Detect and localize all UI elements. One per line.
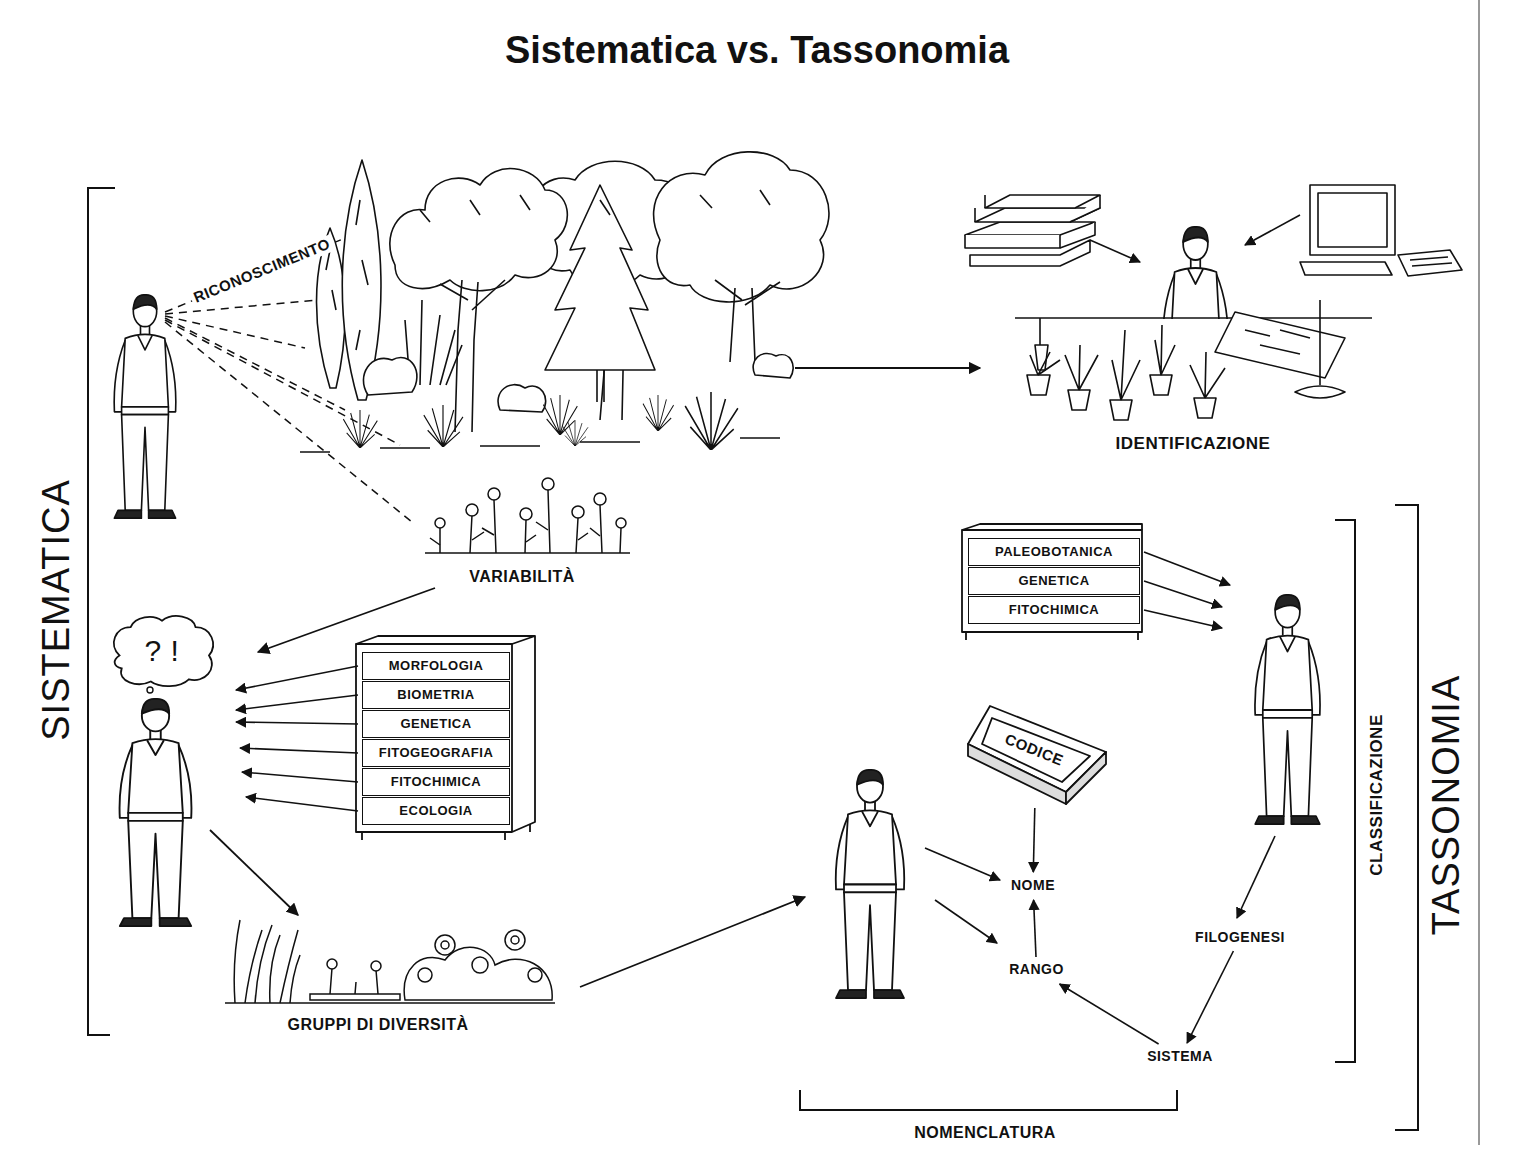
- text-node: NOME: [1006, 875, 1060, 897]
- scene-label: GRUPPI DI DIVERSITÀ: [287, 1016, 468, 1034]
- connector-arrow: [1060, 984, 1159, 1044]
- cabinet-drawer: FITOCHIMICA: [968, 596, 1140, 624]
- node-text: NOME: [1011, 878, 1055, 893]
- diagram-title: Sistematica vs. Tassonomia: [505, 29, 1009, 72]
- bracket-label: CLASSIFICAZIONE: [1368, 714, 1387, 875]
- thought-bubble: ? !: [106, 612, 218, 688]
- node-text: FITOCHIMICA: [391, 775, 481, 789]
- node-text: MORFOLOGIA: [389, 659, 484, 673]
- scene-label: IDENTIFICAZIONE: [1116, 435, 1271, 454]
- node-text: GENETICA: [400, 717, 471, 731]
- node-text: BIOMETRIA: [397, 688, 474, 702]
- connector-arrow: [1034, 900, 1036, 957]
- node-text: FITOCHIMICA: [1009, 603, 1099, 617]
- node-text: ? !: [145, 634, 180, 667]
- connector-arrow: [1187, 951, 1233, 1043]
- section-label: TASSONOMIA: [1426, 675, 1468, 936]
- connector-arrow: [1033, 808, 1035, 872]
- cabinet-drawer: FITOGEOGRAFIA: [362, 739, 510, 767]
- node-text: GENETICA: [1018, 574, 1089, 588]
- cabinet-drawer: GENETICA: [362, 710, 510, 738]
- text-node: FILOGENESI: [1190, 927, 1290, 949]
- bracket-label: NOMENCLATURA: [914, 1124, 1056, 1142]
- cabinet-drawer: FITOCHIMICA: [362, 768, 510, 796]
- line-label: RICONOSCIMENTO: [189, 235, 336, 308]
- node-text: FITOGEOGRAFIA: [379, 746, 494, 760]
- node-text: RANGO: [1009, 962, 1064, 977]
- text-node: SISTEMA: [1142, 1046, 1218, 1068]
- section-label: SISTEMATICA: [36, 479, 78, 741]
- cabinet-drawer: GENETICA: [968, 567, 1140, 595]
- code-book: CODICE: [962, 702, 1110, 806]
- scene-label: VARIABILITÀ: [469, 568, 575, 586]
- cabinet-drawer: BIOMETRIA: [362, 681, 510, 709]
- node-text: SISTEMA: [1147, 1049, 1213, 1064]
- cabinet-drawer: MORFOLOGIA: [362, 652, 510, 680]
- node-text: FILOGENESI: [1195, 930, 1285, 945]
- cabinet-drawer: PALEOBOTANICA: [968, 538, 1140, 566]
- node-text: ECOLOGIA: [399, 804, 472, 818]
- cabinet-drawer: ECOLOGIA: [362, 797, 510, 825]
- text-node: RANGO: [1004, 959, 1069, 981]
- node-text: PALEOBOTANICA: [995, 545, 1113, 559]
